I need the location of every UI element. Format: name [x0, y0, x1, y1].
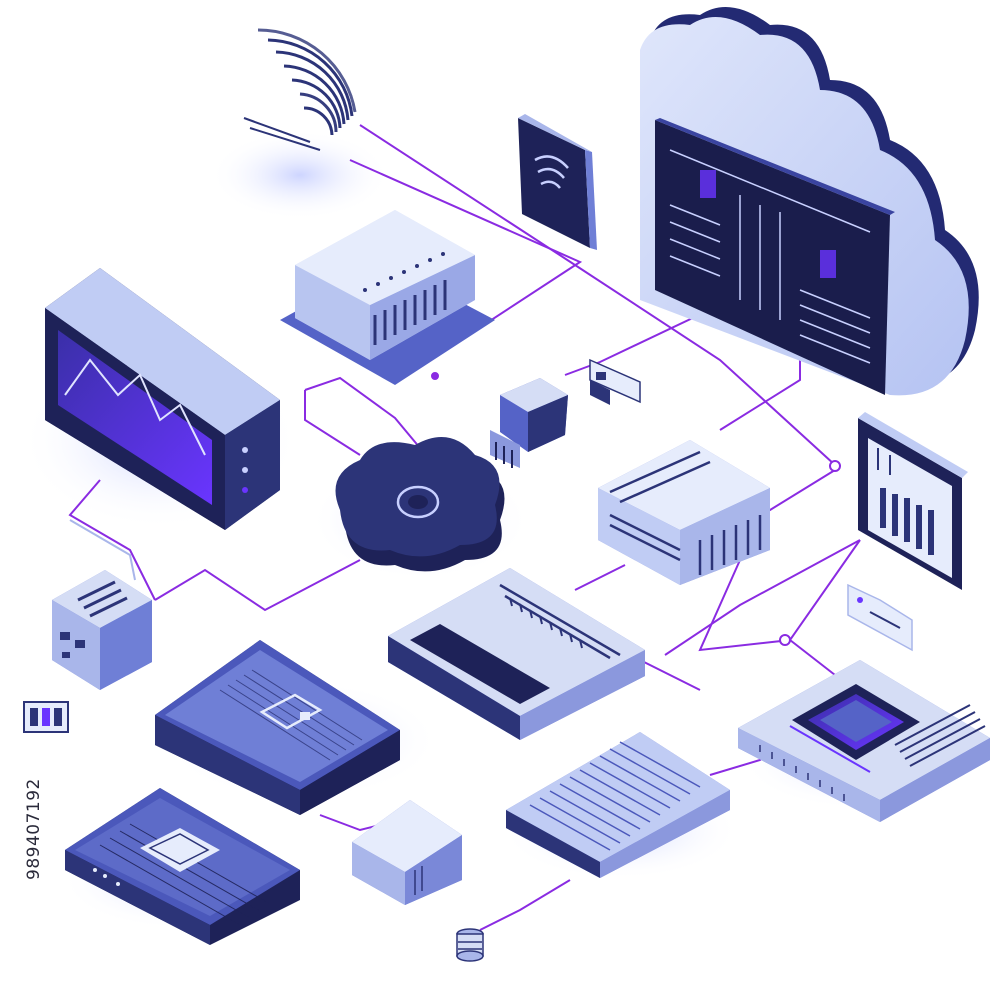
- storage-box-icon: [52, 519, 152, 690]
- tag-icon: [847, 583, 913, 652]
- server-unit-icon: [598, 440, 770, 585]
- small-box-icon: [352, 800, 462, 905]
- bar-chart-panel-icon: [858, 412, 968, 590]
- network-switch-icon: [280, 210, 495, 385]
- monitor-chart-icon: [45, 268, 280, 530]
- cloud-hub-icon: [335, 437, 505, 572]
- wireless-router-icon: [518, 114, 597, 250]
- wifi-signal-icon: [243, 28, 357, 151]
- cable-connector-icon: [490, 378, 568, 468]
- hard-drive-icon: [155, 640, 400, 815]
- usb-plug-icon: [589, 358, 641, 405]
- stock-image-id: 989407192: [24, 778, 44, 880]
- laptop-chip-icon: [738, 660, 990, 822]
- rack-panel-icon: [388, 568, 645, 740]
- storage-tablet-icon: [65, 788, 300, 945]
- cloud-server-icon: [640, 7, 979, 396]
- database-icon: [456, 928, 484, 962]
- ssd-panel-icon: [506, 732, 730, 878]
- battery-icon: [23, 701, 69, 733]
